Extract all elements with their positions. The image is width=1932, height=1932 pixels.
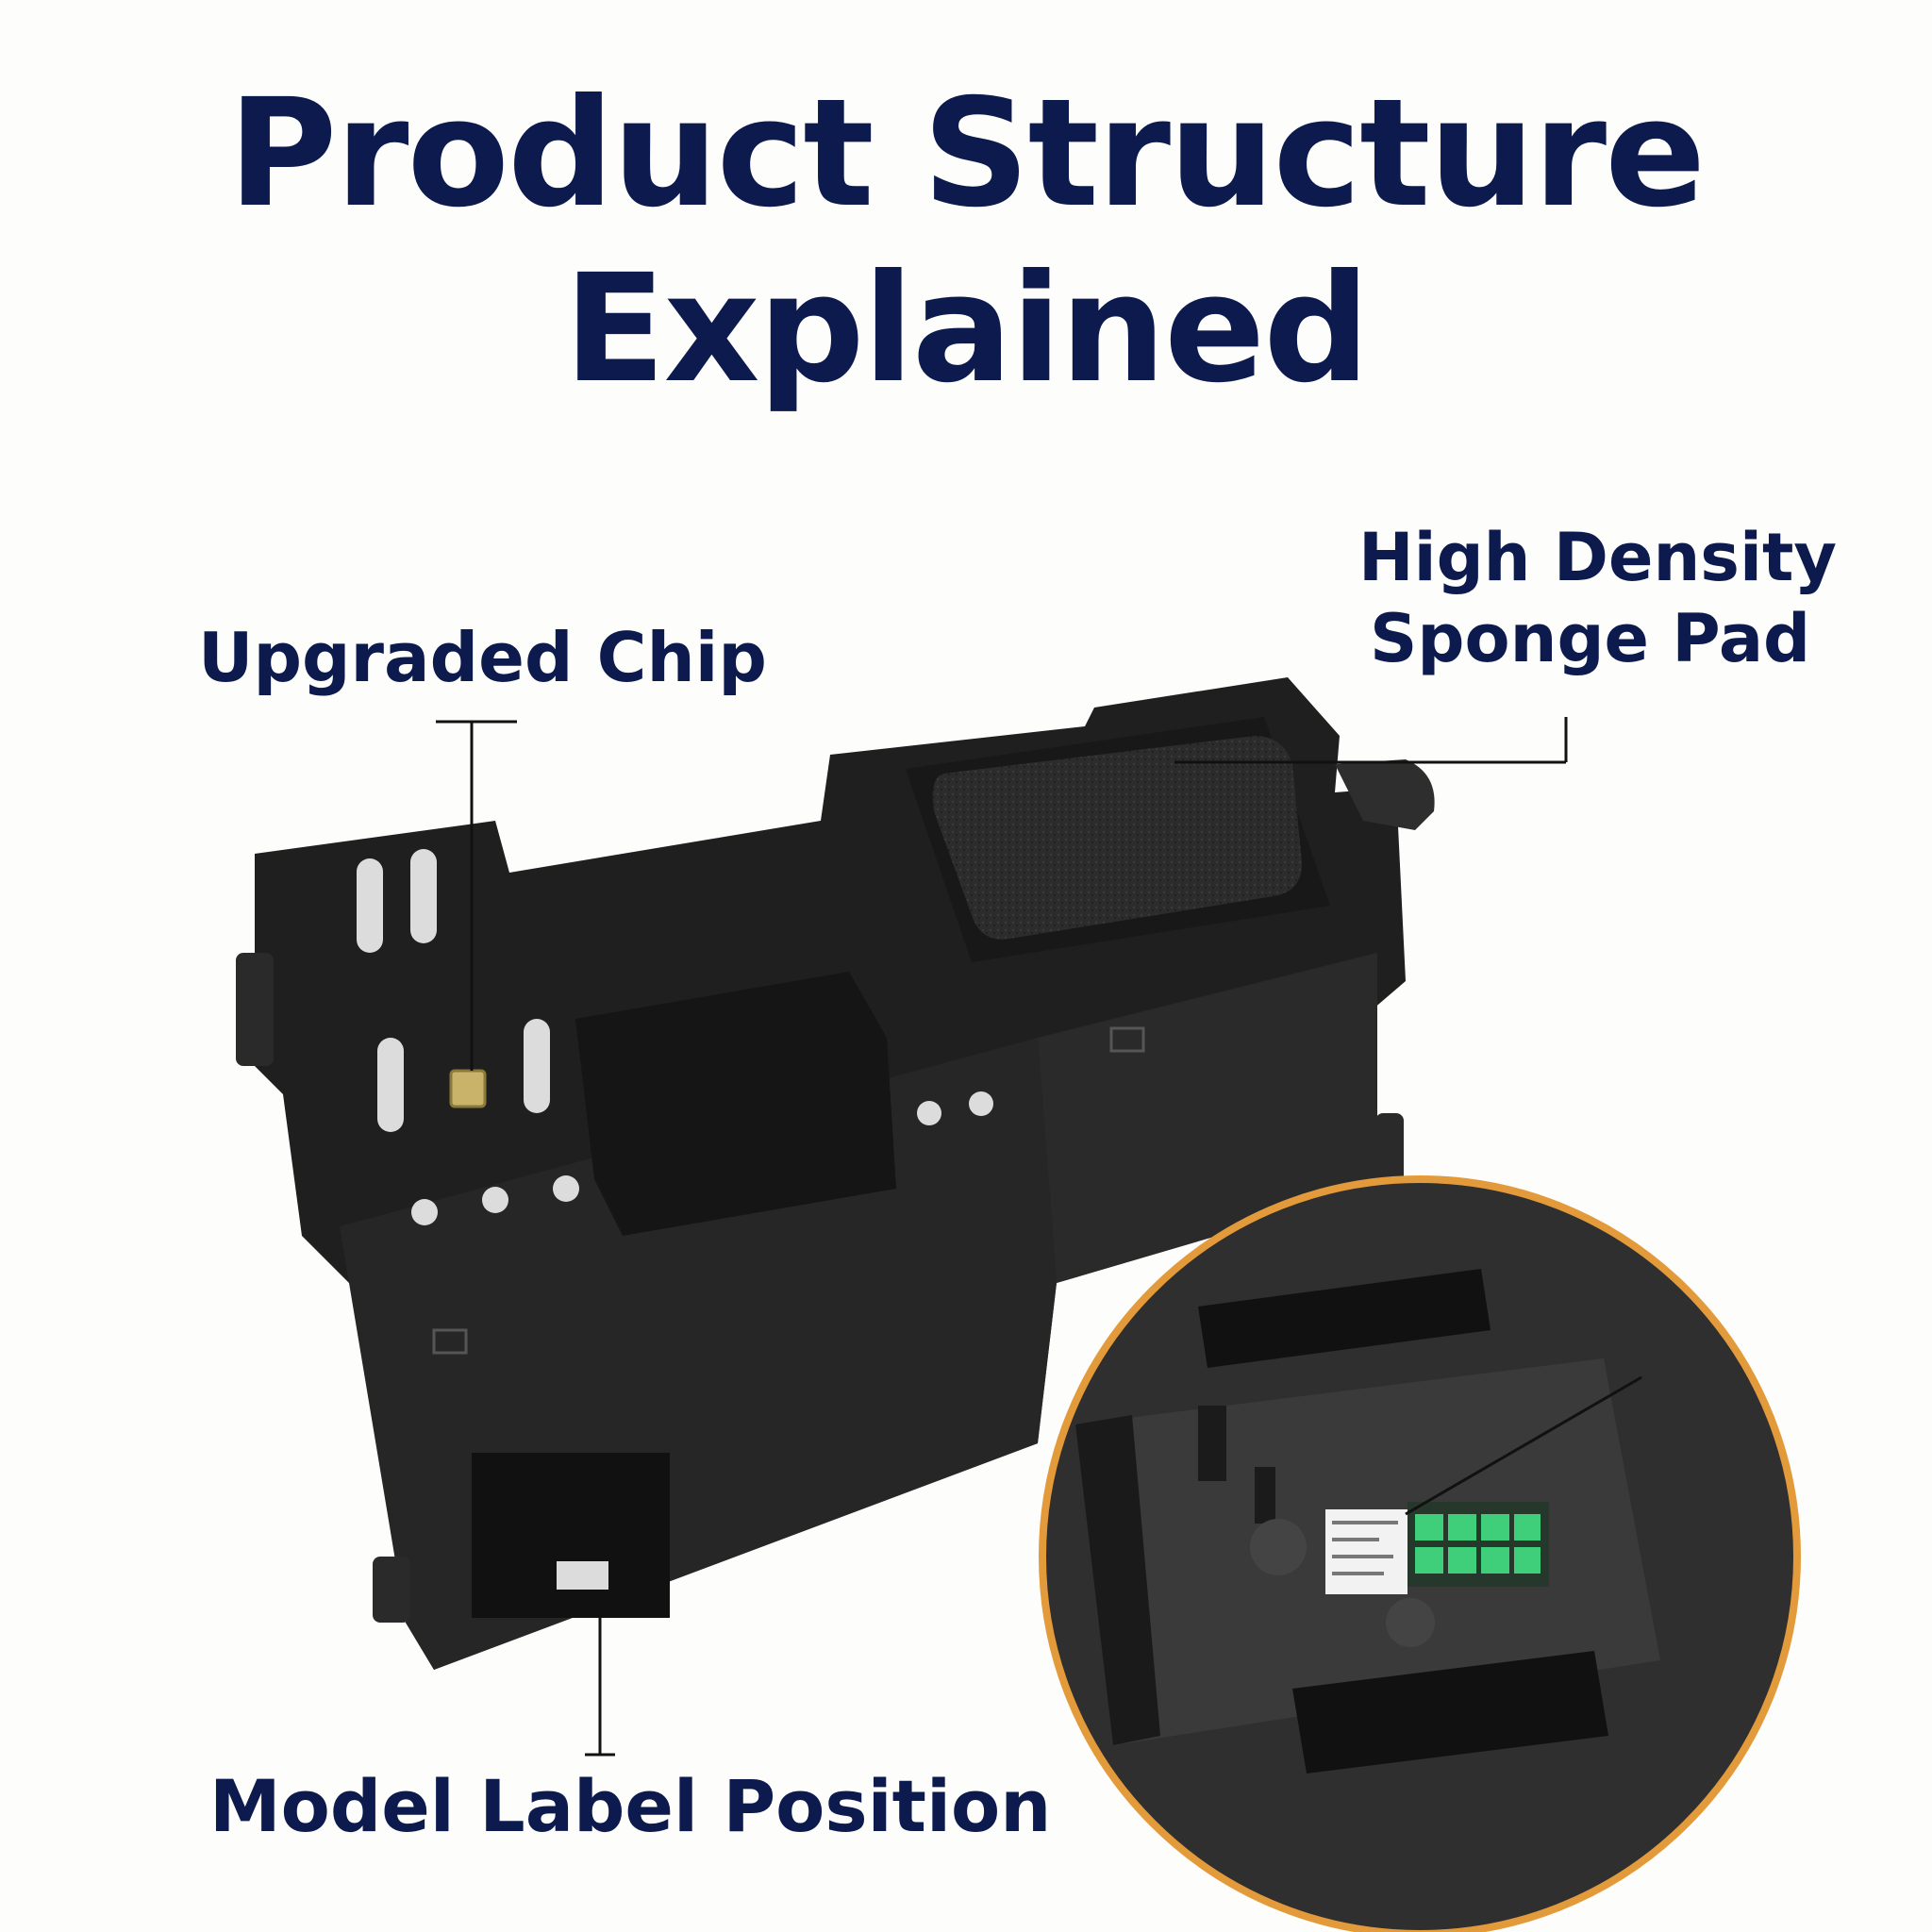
sponge-pad (932, 736, 1302, 940)
title-line-2: Explained (563, 242, 1371, 416)
vent-hole (482, 1187, 508, 1213)
vent-slot (357, 858, 383, 953)
chip (449, 1069, 487, 1108)
leader-lines (436, 717, 1568, 1757)
vent-hole (917, 1101, 941, 1125)
handle-tab (1335, 759, 1435, 830)
side-latch (236, 953, 274, 1066)
model-label-callout: Model Label Position (209, 1764, 1052, 1848)
vent-slot (524, 1019, 550, 1113)
title-line-1: Product Structure (227, 67, 1707, 241)
product-pocket (575, 972, 896, 1236)
emboss (1109, 1026, 1145, 1053)
vent-hole (411, 1199, 438, 1225)
chip-zoom-inset (1039, 1175, 1801, 1932)
label-window (472, 1453, 670, 1618)
side-latch (373, 1557, 410, 1623)
chip-callout: Upgraded Chip (198, 618, 767, 697)
vent-hole (969, 1091, 993, 1116)
sponge-callout: High Density Sponge Pad (1358, 517, 1837, 679)
page-title: Product Structure Explained (0, 66, 1932, 417)
sponge-callout-line-1: High Density (1358, 519, 1838, 596)
vent-slot (410, 849, 437, 943)
vent-hole (553, 1175, 579, 1202)
sponge-callout-line-2: Sponge Pad (1370, 600, 1811, 677)
label-window-opening (557, 1561, 608, 1590)
vent-slot (377, 1038, 404, 1132)
emboss (432, 1328, 468, 1355)
